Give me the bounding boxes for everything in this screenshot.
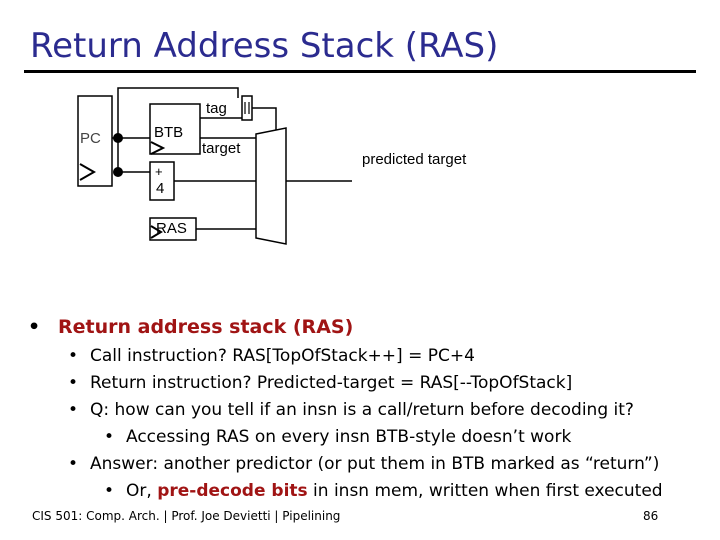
btb-label: BTB (154, 124, 184, 141)
bullet-call-text: Call instruction? RAS[TopOfStack++] = PC… (90, 346, 475, 366)
btb-clock-triangle (150, 141, 166, 155)
bullet-main-text: Return address stack (RAS) (58, 316, 354, 338)
page-number: 86 (643, 509, 659, 523)
bullet-answer-text: Answer: another predictor (or put them i… (90, 454, 660, 474)
pc-register (77, 95, 113, 187)
pc-bypass-wire (117, 87, 239, 138)
ras-label: RAS (156, 220, 187, 237)
bullet-question-detail: •Accessing RAS on every insn BTB-style d… (104, 427, 572, 447)
bullet-question: •Q: how can you tell if an insn is a cal… (68, 400, 634, 420)
target-label: target (202, 140, 241, 157)
predicted-target-label: predicted target (362, 151, 467, 168)
bullet-return-text: Return instruction? Predicted-target = R… (90, 373, 573, 393)
bullet-answer-detail: •Or, pre-decode bits in insn mem, writte… (104, 481, 663, 501)
slide-title: Return Address Stack (RAS) (30, 26, 499, 66)
bullet-answer-detail-pre: Or, (126, 481, 158, 501)
ras-clock-triangle (150, 225, 163, 239)
pc-clock-triangle (79, 163, 97, 181)
adder-four-label: 4 (156, 180, 165, 197)
bullet-question-text: Q: how can you tell if an insn is a call… (90, 400, 634, 420)
adder-plus-label: + (155, 164, 163, 179)
bullet-return: •Return instruction? Predicted-target = … (68, 373, 573, 393)
bullet-answer-detail-post: in insn mem, written when first executed (307, 481, 663, 501)
title-underline (24, 70, 696, 73)
select-wire (252, 107, 277, 130)
bullet-question-detail-text: Accessing RAS on every insn BTB-style do… (126, 427, 572, 447)
pc-label: PC (80, 130, 101, 147)
slide-footer: CIS 501: Comp. Arch. | Prof. Joe Deviett… (32, 509, 341, 523)
ras-diagram (77, 87, 352, 245)
tag-comparator (241, 95, 253, 121)
tag-label: tag (206, 100, 227, 117)
pre-decode-bits-highlight: pre-decode bits (157, 481, 308, 501)
bullet-list: •Return address stack (RAS) •Call instru… (28, 316, 708, 506)
bullet-call: •Call instruction? RAS[TopOfStack++] = P… (68, 346, 475, 366)
bullet-answer: •Answer: another predictor (or put them … (68, 454, 660, 474)
adder-block (149, 161, 175, 201)
next-pc-mux (255, 127, 287, 245)
bullet-main: •Return address stack (RAS) (28, 316, 354, 338)
